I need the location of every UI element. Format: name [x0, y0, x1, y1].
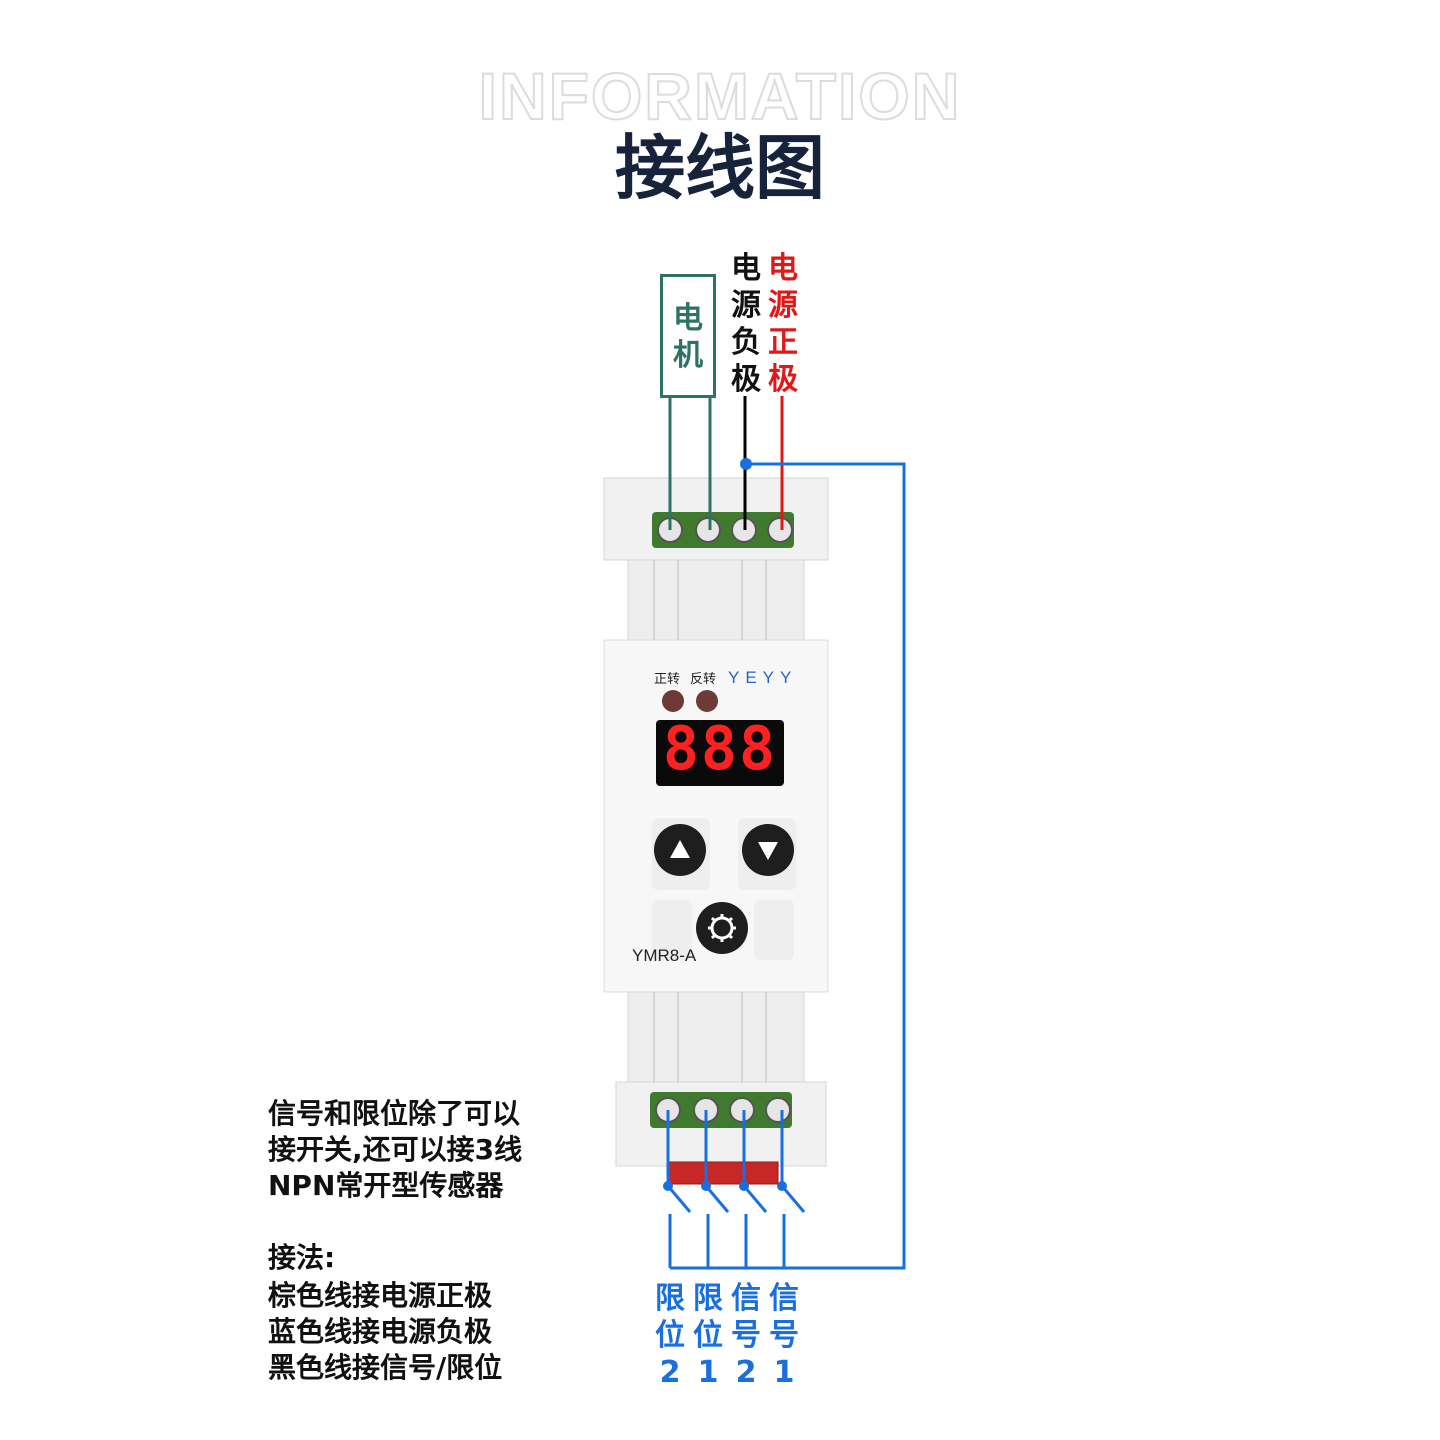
display-digits: 888: [662, 714, 778, 784]
led-reverse: [696, 690, 718, 712]
led-forward: [662, 690, 684, 712]
led-display: [656, 720, 784, 786]
label-signal-2: 信 号 2: [731, 1281, 761, 1390]
label-limit-1: 限 位 1: [693, 1281, 723, 1390]
signal-switch-wires: [666, 1110, 806, 1268]
triangle-down-icon: [758, 842, 778, 860]
brand-logo: YEYY: [728, 668, 798, 687]
device-lower-shoulder: [627, 991, 805, 1083]
din-clip: [667, 1161, 779, 1185]
note-line-1: 信号和限位除了可以: [268, 1097, 521, 1130]
up-button[interactable]: [654, 824, 706, 876]
bottom-screws: [655, 1097, 791, 1123]
note-line-2: 接开关,还可以接3线: [268, 1133, 523, 1166]
label-limit-2: 限 位 2: [655, 1281, 685, 1390]
note-brown-wire: 棕色线接电源正极: [268, 1279, 493, 1312]
motor-wires: [668, 398, 712, 530]
motor-label: 电机: [673, 301, 703, 373]
device-upper-shoulder: [627, 559, 805, 641]
note-blue-wire: 蓝色线接电源负极: [268, 1315, 493, 1348]
label-signal-1: 信 号 1: [769, 1281, 799, 1390]
triangle-up-icon: [670, 840, 690, 858]
wiring-method-heading: 接法:: [268, 1241, 336, 1274]
power-positive-label: 电源正极: [768, 251, 798, 397]
model-label: YMR8-A: [632, 946, 697, 965]
settings-button[interactable]: [696, 902, 748, 954]
bottom-terminal-strip: [650, 1092, 792, 1128]
signal-common-wire: [670, 462, 906, 1270]
note-black-wire: 黑色线接信号/限位: [268, 1351, 503, 1384]
top-terminal-strip: [652, 512, 794, 548]
gear-icon: [708, 914, 736, 942]
led-label-forward: 正转: [654, 672, 681, 687]
watermark-text: INFORMATION: [478, 58, 962, 134]
junction-dot: [740, 458, 752, 470]
led-label-reverse: 反转: [690, 672, 717, 687]
page-title: 接线图: [615, 127, 825, 209]
note-line-3: NPN常开型传感器: [268, 1169, 504, 1202]
motor-box: [660, 274, 716, 398]
down-button[interactable]: [742, 824, 794, 876]
power-negative-label: 电源负极: [731, 251, 761, 397]
